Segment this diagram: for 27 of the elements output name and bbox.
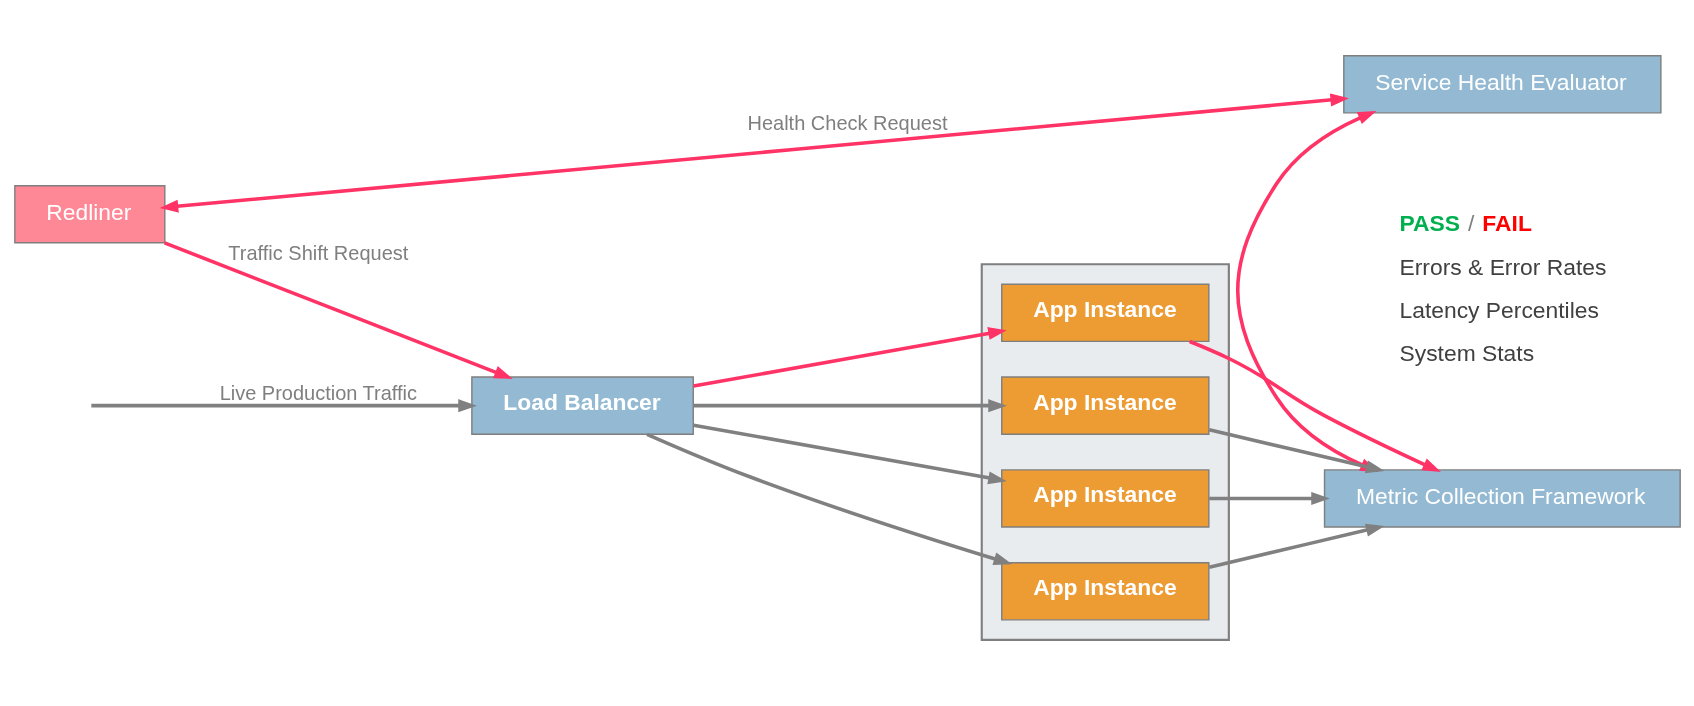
arrow (90, 398, 477, 412)
node-box: Metric Collection Framework (1323, 468, 1681, 528)
arrow (692, 422, 1007, 484)
arrow (693, 398, 1007, 412)
edge-label: Live Production Traffic (219, 381, 417, 404)
node-box: App Instance (1000, 561, 1210, 621)
node-box: Load Balancer (470, 375, 694, 435)
cluster (980, 262, 1230, 641)
label: System Stats (1399, 339, 1534, 366)
node-box: Redliner (13, 184, 165, 244)
arrow (159, 93, 1349, 213)
node-box: App Instance (1000, 283, 1210, 342)
arrow (692, 326, 1007, 388)
node-box: App Instance (1000, 468, 1210, 528)
arrow (1208, 523, 1385, 569)
edge-label: Traffic Shift Request (227, 241, 408, 264)
label: PASS (1399, 209, 1460, 236)
node-box: Service Health Evaluator (1342, 54, 1662, 114)
label: FAIL (1481, 209, 1532, 236)
arrow (163, 240, 513, 379)
label: Errors & Error Rates (1399, 253, 1606, 280)
label: Latency Percentiles (1399, 296, 1599, 323)
edge-label: Health Check Request (747, 111, 947, 134)
label: / (1467, 209, 1474, 236)
arrow (645, 432, 1012, 565)
node-box: App Instance (1000, 375, 1210, 435)
arrow (1208, 491, 1330, 505)
